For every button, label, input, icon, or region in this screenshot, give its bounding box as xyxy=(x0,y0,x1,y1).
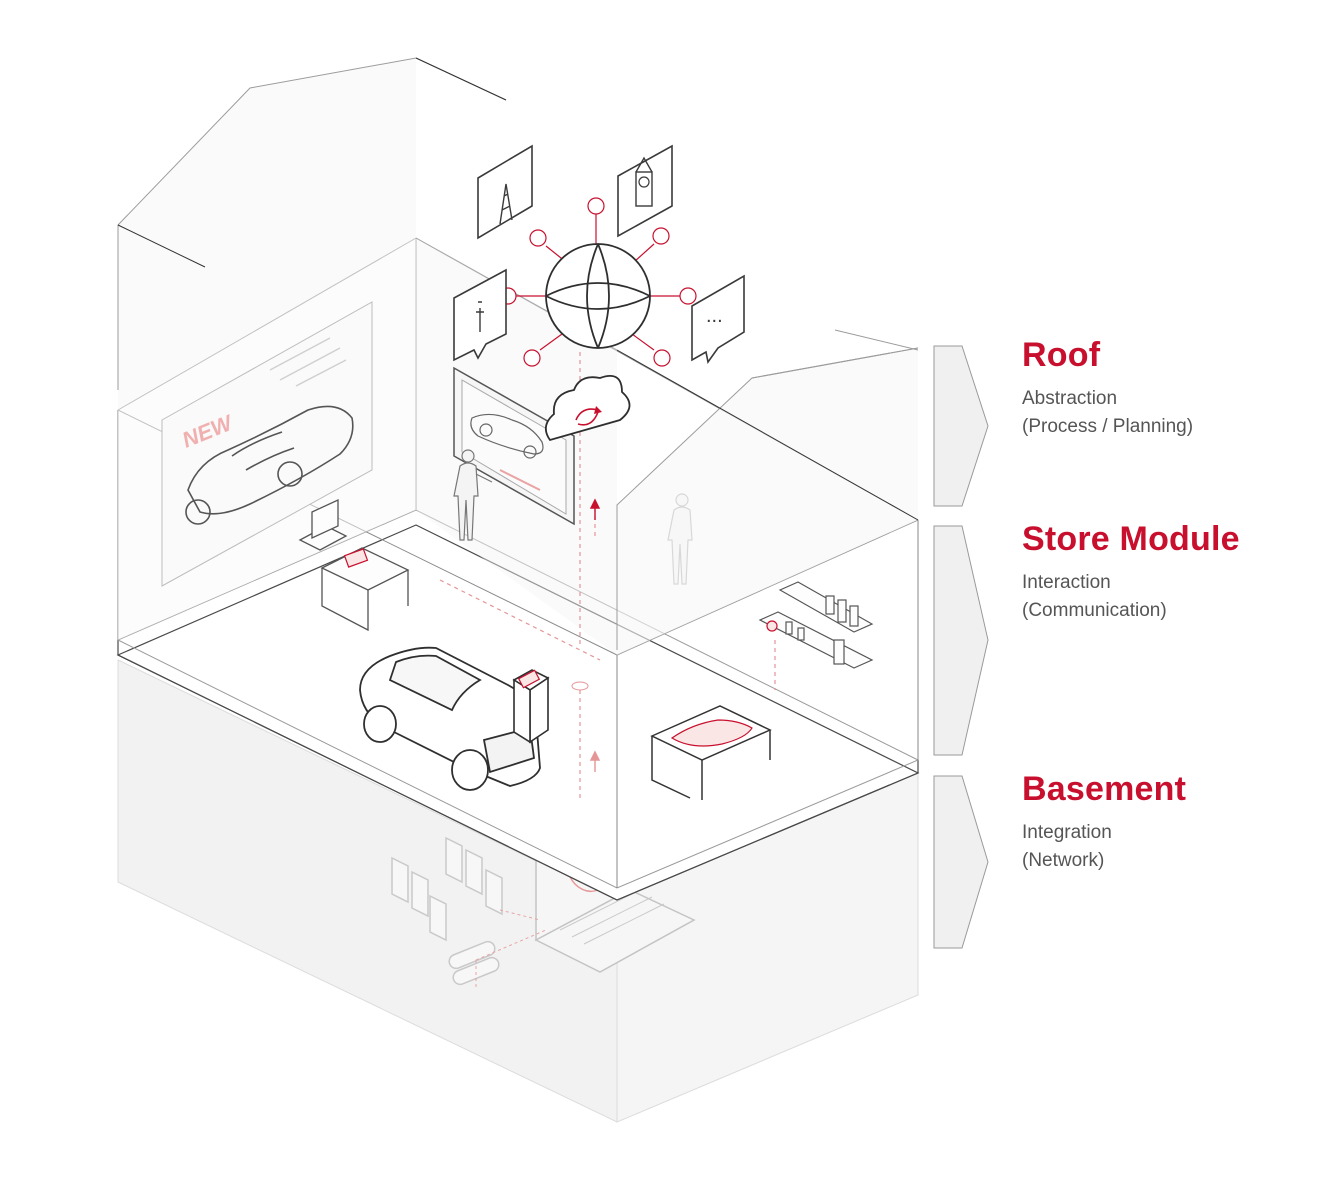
layer-description-line: (Communication) xyxy=(1022,600,1167,621)
layer-description-line: (Network) xyxy=(1022,850,1105,871)
layer-description: Integration (Network) xyxy=(1022,819,1186,875)
car-icon xyxy=(359,646,541,791)
document-icon xyxy=(391,836,503,942)
basement-bracket-arrow xyxy=(933,775,989,949)
consultation-desk xyxy=(298,498,410,632)
layer-description: Abstraction (Process / Planning) xyxy=(1022,385,1193,441)
basement-dashed-links xyxy=(475,909,547,990)
kiosk-icon xyxy=(512,669,550,744)
layer-title: Store Module xyxy=(1022,520,1240,558)
roof-bracket-arrow xyxy=(933,345,989,507)
chat-bubble-icon: ... xyxy=(691,274,745,364)
server-icon xyxy=(448,940,500,986)
layer-title: Basement xyxy=(1022,770,1187,808)
person-icon xyxy=(453,449,493,541)
chat-bubble-dots: ... xyxy=(706,305,723,327)
car-icon xyxy=(470,413,544,459)
roof-label: Roof Abstraction (Process / Planning) xyxy=(1022,335,1193,441)
layer-title: Roof xyxy=(1022,336,1101,374)
car-advert-panel: NEW xyxy=(161,301,373,587)
cloud-sync-icon xyxy=(544,374,631,442)
floor-node xyxy=(571,681,589,691)
globe-connectors xyxy=(499,197,697,367)
roof-outline xyxy=(117,57,919,655)
big-ben-icon xyxy=(617,144,673,238)
product-table xyxy=(650,705,772,800)
layer-description-line: Integration xyxy=(1022,822,1112,843)
car-icon xyxy=(185,405,354,525)
wall-display xyxy=(453,366,575,526)
basement-label: Basement Integration (Network) xyxy=(1022,769,1186,875)
store-module-label: Store Module Interaction (Communication) xyxy=(1022,519,1240,625)
upward-arrow xyxy=(589,498,601,772)
globe-icon xyxy=(545,243,651,349)
layer-description-line: (Process / Planning) xyxy=(1022,416,1194,437)
layer-description-line: Abstraction xyxy=(1022,388,1118,409)
eiffel-tower-icon xyxy=(477,144,533,240)
layer-description-line: Interaction xyxy=(1022,572,1111,593)
layer-description: Interaction (Communication) xyxy=(1022,569,1240,625)
tv-tower-icon xyxy=(453,268,507,362)
store-bracket-arrow xyxy=(933,525,989,756)
product-shelves xyxy=(758,581,874,669)
